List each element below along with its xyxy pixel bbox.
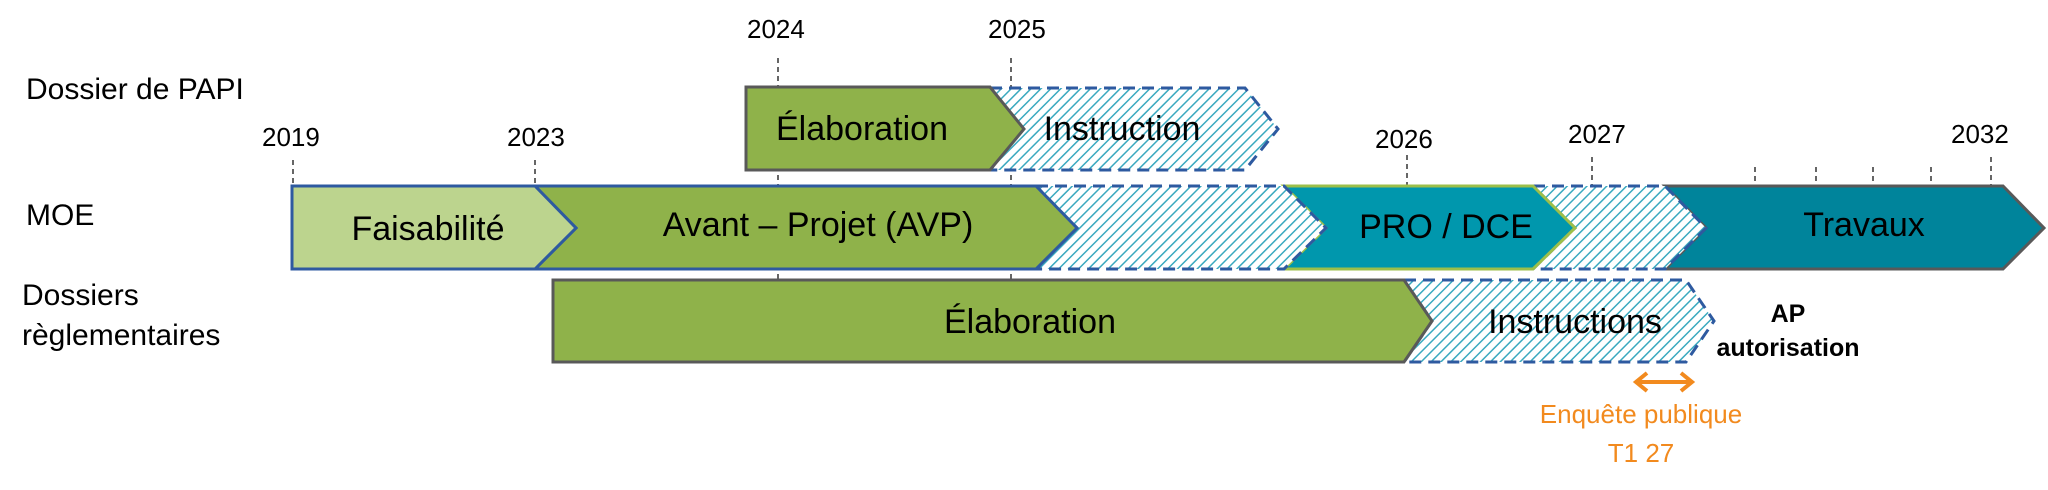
bar-reg-elaboration	[551, 278, 1434, 364]
bar-moe-faisabilite	[290, 184, 579, 271]
year-label-2026: 2026	[1375, 124, 1433, 154]
label-reg-elaboration: Élaboration	[944, 303, 1116, 341]
row-label-line-2: règlementaires	[22, 319, 221, 352]
label-moe-avp: Avant – Projet (AVP)	[663, 206, 974, 244]
label-moe-travaux: Travaux	[1803, 206, 1925, 244]
double-arrow-icon	[1632, 371, 1696, 393]
year-label-2027: 2027	[1568, 119, 1626, 149]
row-label-moe: MOE	[26, 199, 95, 232]
label-moe-pro-dce: PRO / DCE	[1359, 208, 1533, 246]
enquete-publique-label: Enquête publique	[1540, 399, 1742, 429]
year-label-2024: 2024	[747, 14, 805, 44]
year-label-2032: 2032	[1951, 119, 2009, 149]
ap-label: AP	[1771, 300, 1806, 328]
row-label-dossiers-reglementaires: Dossiers règlementaires	[22, 276, 220, 356]
enquete-date-label: T1 27	[1608, 438, 1675, 468]
year-label-2019: 2019	[262, 122, 320, 152]
label-papi-instruction: Instruction	[1044, 110, 1201, 148]
year-label-2023: 2023	[507, 122, 565, 152]
year-label-2025: 2025	[988, 14, 1046, 44]
label-moe-faisabilite: Faisabilité	[351, 210, 504, 248]
row-label-papi: Dossier de PAPI	[26, 73, 244, 106]
bar-moe-hatch-1	[1032, 184, 1329, 271]
autorisation-label: autorisation	[1716, 334, 1859, 362]
label-papi-elaboration: Élaboration	[776, 110, 948, 148]
row-label-line-1: Dossiers	[22, 279, 139, 312]
label-reg-instructions: Instructions	[1488, 303, 1662, 341]
bar-papi-elaboration	[744, 85, 1026, 172]
